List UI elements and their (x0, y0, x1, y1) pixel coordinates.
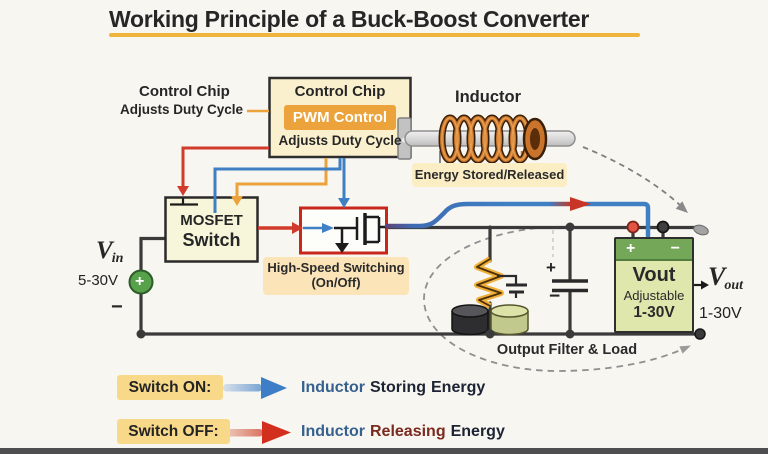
mosfet-label-line2: Switch (182, 230, 241, 250)
mosfet-label-line1: MOSFET (180, 212, 243, 229)
filter-cap-plus: + (546, 258, 556, 277)
switching-badge-line2: (On/Off) (311, 275, 361, 290)
control-wire-red (177, 146, 269, 196)
legend-on-badge: Switch ON: (117, 375, 223, 400)
vout-box-adjustable: Adjustable (623, 288, 685, 303)
vout-subscript: out (724, 278, 744, 293)
chip-note-line2: Adjusts Duty Cycle (120, 102, 244, 117)
high-speed-switching-badge: High-Speed Switching (On/Off) (263, 257, 409, 295)
output-filter-label: Output Filter & Load (496, 342, 638, 358)
vin-branch-wire (139, 236, 167, 336)
legend-on-object: Energy (431, 379, 486, 396)
pwm-control-badge: PWM Control (284, 105, 396, 130)
vout-symbol: Vout (708, 262, 744, 293)
vin-plus-sign: + (135, 272, 145, 290)
filter-capacitor-icon (552, 279, 588, 293)
vout-box-range: 1-30V (633, 304, 675, 321)
inductor-to-output-dashed-arrow (582, 146, 688, 213)
inductor-icon (397, 114, 576, 167)
title-underline (109, 33, 640, 37)
junction-dots (136, 220, 706, 340)
inductor-label: Inductor (455, 88, 521, 106)
legend-off-object: Energy (450, 423, 505, 440)
control-chip-subtitle: Adjusts Duty Cycle (278, 133, 402, 148)
legend-off-verb: Releasing (370, 423, 446, 440)
vin-positive-terminal-icon (128, 269, 154, 295)
energy-flow-wire (384, 197, 651, 239)
legend-on-verb: Storing (370, 379, 426, 396)
vout-plus-node (626, 220, 640, 234)
control-wire-blue (213, 158, 350, 213)
gate-terminal-icon (170, 198, 198, 206)
legend-on-subject: Inductor (301, 379, 365, 396)
vout-header: + − (616, 239, 692, 261)
control-wire-yellow (231, 109, 328, 206)
vout-v: V (708, 262, 726, 291)
vout-plus-terminal: + (626, 240, 636, 257)
filter-inductor-zigzag-icon (474, 256, 504, 309)
bottom-border-bar (0, 448, 768, 454)
vin-v: V (96, 237, 113, 264)
vin-symbol: Vin (96, 237, 124, 266)
energy-stored-badge: Energy Stored/Released (412, 163, 567, 187)
legend-off-subject: Inductor (301, 423, 365, 440)
output-loop-dashed-ellipse (423, 226, 691, 372)
legend-on-arrow-icon (223, 377, 287, 399)
control-chip-title: Control Chip (294, 83, 386, 100)
switching-badge-line1: High-Speed Switching (267, 260, 405, 275)
small-capacitor-icon (497, 274, 527, 298)
mosfet-switch-box (164, 196, 259, 263)
flow-arrowhead (570, 197, 591, 211)
legend-off-arrow-icon (226, 421, 291, 444)
load-cylinder-black-icon (451, 304, 489, 336)
page-title: Working Principle of a Buck-Boost Conver… (109, 6, 589, 32)
vout-range: 1-30V (699, 305, 742, 322)
vout-module-box: + − Vout Adjustable 1-30V (614, 237, 694, 333)
vin-subscript: in (111, 251, 124, 266)
load-cylinder-green-icon (490, 304, 529, 336)
vout-minus-node (656, 220, 670, 234)
vout-minus-terminal: − (670, 240, 680, 257)
top-rail-end-cap (693, 224, 709, 236)
filter-cap-minus: − (549, 286, 561, 307)
chip-note-line1: Control Chip (139, 83, 230, 100)
mosfet-symbol-icon (303, 213, 387, 253)
legend-on-text: Inductor Storing Energy (301, 379, 485, 397)
vout-box-name: Vout (632, 264, 676, 286)
vin-minus-sign: − (111, 296, 123, 318)
vin-range: 5-30V (78, 272, 119, 289)
mosfet-output-arrow (258, 222, 303, 234)
legend-off-badge: Switch OFF: (117, 419, 230, 444)
